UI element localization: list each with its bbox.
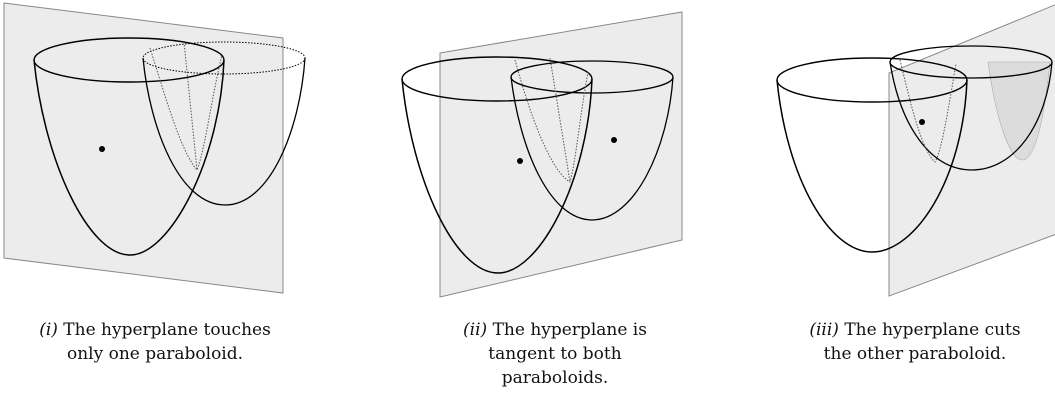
caption-text-rest: the other paraboloid. bbox=[823, 344, 1007, 364]
diagram-panel-3 bbox=[776, 4, 1055, 297]
intersection-center-line bbox=[183, 41, 198, 171]
back-paraboloid-right-wall bbox=[971, 61, 1053, 171]
back-paraboloid-right-wall bbox=[224, 57, 306, 206]
intersection-curve bbox=[149, 47, 223, 171]
caption-text-rest: only one paraboloid. bbox=[66, 344, 244, 364]
caption-label: (iii) bbox=[809, 320, 839, 340]
intersection-curve bbox=[899, 59, 957, 163]
caption-text-rest: tangent to both paraboloids. bbox=[488, 344, 622, 388]
caption-panel-3: (iii) The hyperplane cuts the other para… bbox=[780, 318, 1050, 366]
focus-point-left bbox=[517, 158, 523, 164]
diagram-panel-2 bbox=[401, 11, 683, 298]
intersection-curve bbox=[514, 59, 589, 183]
hyperplane bbox=[439, 11, 683, 298]
caption-panel-2: (ii) The hyperplane is tangent to both p… bbox=[450, 318, 660, 390]
caption-text-line1: The hyperplane is bbox=[492, 320, 647, 340]
caption-label: (i) bbox=[39, 320, 58, 340]
back-paraboloid-right-wall bbox=[591, 76, 674, 221]
front-paraboloid-right-wall bbox=[871, 79, 968, 253]
caption-text-line1: The hyperplane cuts bbox=[844, 320, 1021, 340]
focus-point-right bbox=[611, 137, 617, 143]
caption-text-line1: The hyperplane touches bbox=[63, 320, 271, 340]
back-paraboloid-left-wall bbox=[142, 57, 226, 206]
front-paraboloid-right-wall bbox=[129, 59, 225, 256]
back-paraboloid-left-wall bbox=[510, 76, 593, 221]
back-paraboloid-left-wall bbox=[889, 61, 973, 171]
diagram-panel-1 bbox=[3, 2, 306, 294]
focus-point bbox=[919, 119, 925, 125]
focus-point bbox=[99, 146, 105, 152]
hyperplane bbox=[3, 2, 284, 294]
front-paraboloid-left-wall bbox=[401, 78, 499, 274]
front-paraboloid-right-wall bbox=[497, 78, 593, 274]
caption-label: (ii) bbox=[463, 320, 488, 340]
caption-panel-1: (i) The hyperplane touches only one para… bbox=[10, 318, 300, 366]
front-paraboloid-left-wall bbox=[776, 79, 873, 253]
front-paraboloid-left-wall bbox=[33, 59, 131, 256]
